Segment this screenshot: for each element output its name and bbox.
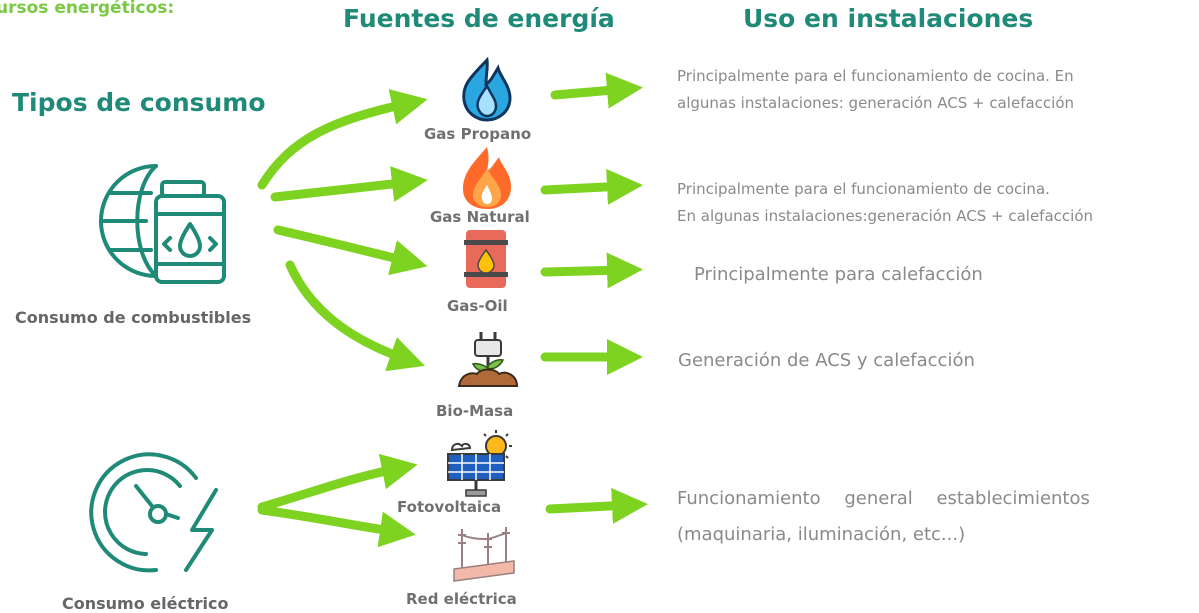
consumption-type-label: Consumo eléctrico (62, 594, 229, 613)
source-label: Red eléctrica (406, 590, 517, 608)
use-description: Principalmente para el funcionamiento de… (677, 67, 1075, 112)
source-label: Fotovoltaica (397, 498, 502, 516)
source-label: Gas Propano (424, 125, 532, 143)
use-description: Funcionamiento general establecimientos … (677, 488, 1090, 545)
use-description: Generación de ACS y calefacción (678, 350, 975, 371)
blue-flame-icon (462, 56, 512, 122)
power-line-icon (453, 527, 515, 582)
arrow-to-gas-natural (270, 166, 428, 202)
use-description: Principalmente para calefacción (694, 264, 983, 285)
biomass-plug-icon (457, 332, 519, 387)
arrow-natural-use (540, 168, 643, 205)
arrow-to-gas-propano (257, 89, 428, 190)
sources-column-title: Fuentes de energía (343, 4, 615, 33)
source-label: Gas Natural (430, 208, 530, 226)
arrow-to-red-electrica (257, 505, 416, 548)
solar-panel-icon (447, 430, 512, 497)
section-title-cut: ursos energéticos: (0, 0, 175, 18)
source-label: Gas-Oil (447, 297, 508, 315)
source-label: Bio-Masa (436, 402, 514, 420)
arrow-to-bio-masa (285, 260, 426, 372)
use-description: Principalmente para el funcionamiento de… (677, 180, 1094, 225)
arrow-electric-use (545, 487, 648, 524)
arrow-to-gas-oil (273, 225, 428, 276)
orange-flame-icon (463, 147, 511, 209)
arrow-oil-use (540, 252, 643, 289)
oil-barrel-icon (464, 230, 508, 288)
arrow-to-fotovoltaica (257, 453, 418, 512)
consumption-type-label: Consumo de combustibles (15, 308, 252, 327)
gauge-lightning-icon (89, 452, 218, 573)
fuel-globe-icon (99, 164, 226, 284)
uses-column-title: Uso en instalaciones (743, 4, 1034, 33)
arrow-propano-use (550, 72, 643, 109)
consumption-types-title: Tipos de consumo (12, 88, 266, 117)
